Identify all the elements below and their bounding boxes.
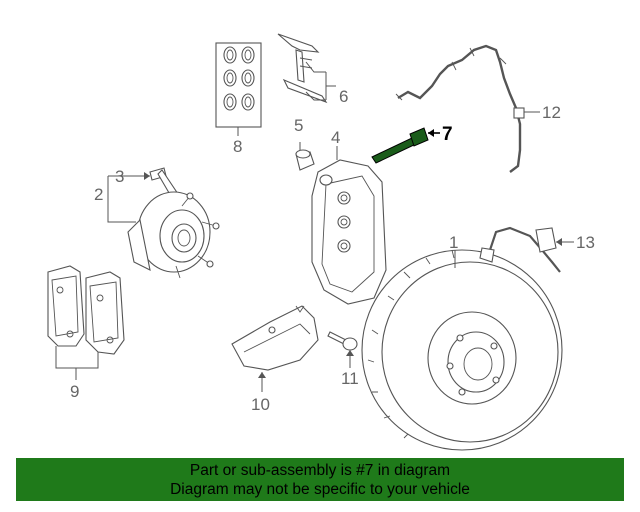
wheel-stud (130, 167, 179, 199)
callout-8: 8 (233, 137, 242, 156)
callout-5: 5 (294, 116, 303, 135)
brake-rotor (361, 249, 563, 451)
callout-9: 9 (70, 382, 79, 401)
callout-2: 2 (94, 185, 103, 204)
part-info-banner: Part or sub-assembly is #7 in diagram Di… (16, 458, 624, 501)
callout-7: 7 (442, 124, 453, 145)
brake-hose (479, 226, 574, 273)
callout-10: 10 (251, 395, 270, 414)
banner-line-part: Part or sub-assembly is #7 in diagram (189, 462, 451, 479)
callout-4: 4 (331, 128, 340, 147)
callout-12: 12 (542, 103, 561, 122)
seal-kit-card (215, 42, 262, 136)
brake-caliper (311, 146, 387, 305)
callout-6: 6 (339, 87, 348, 106)
caliper-bolt-highlighted (371, 127, 440, 164)
callout-3: 3 (115, 167, 124, 186)
pad-clip-hardware (277, 33, 336, 104)
callout-13: 13 (576, 233, 595, 252)
brake-pads (47, 265, 125, 380)
callout-11: 11 (341, 369, 359, 388)
shield-bolt (327, 331, 358, 368)
banner-line-disclaimer: Diagram may not be specific to your vehi… (170, 481, 470, 498)
exploded-parts-diagram: 1 2 3 4 5 6 7 8 9 10 11 12 13 (47, 33, 595, 451)
brake-wear-sensor (395, 44, 540, 173)
guide-pin-boot (295, 142, 315, 171)
callout-1: 1 (449, 233, 458, 252)
hub-bearing (107, 175, 220, 279)
splash-shield (231, 305, 319, 392)
